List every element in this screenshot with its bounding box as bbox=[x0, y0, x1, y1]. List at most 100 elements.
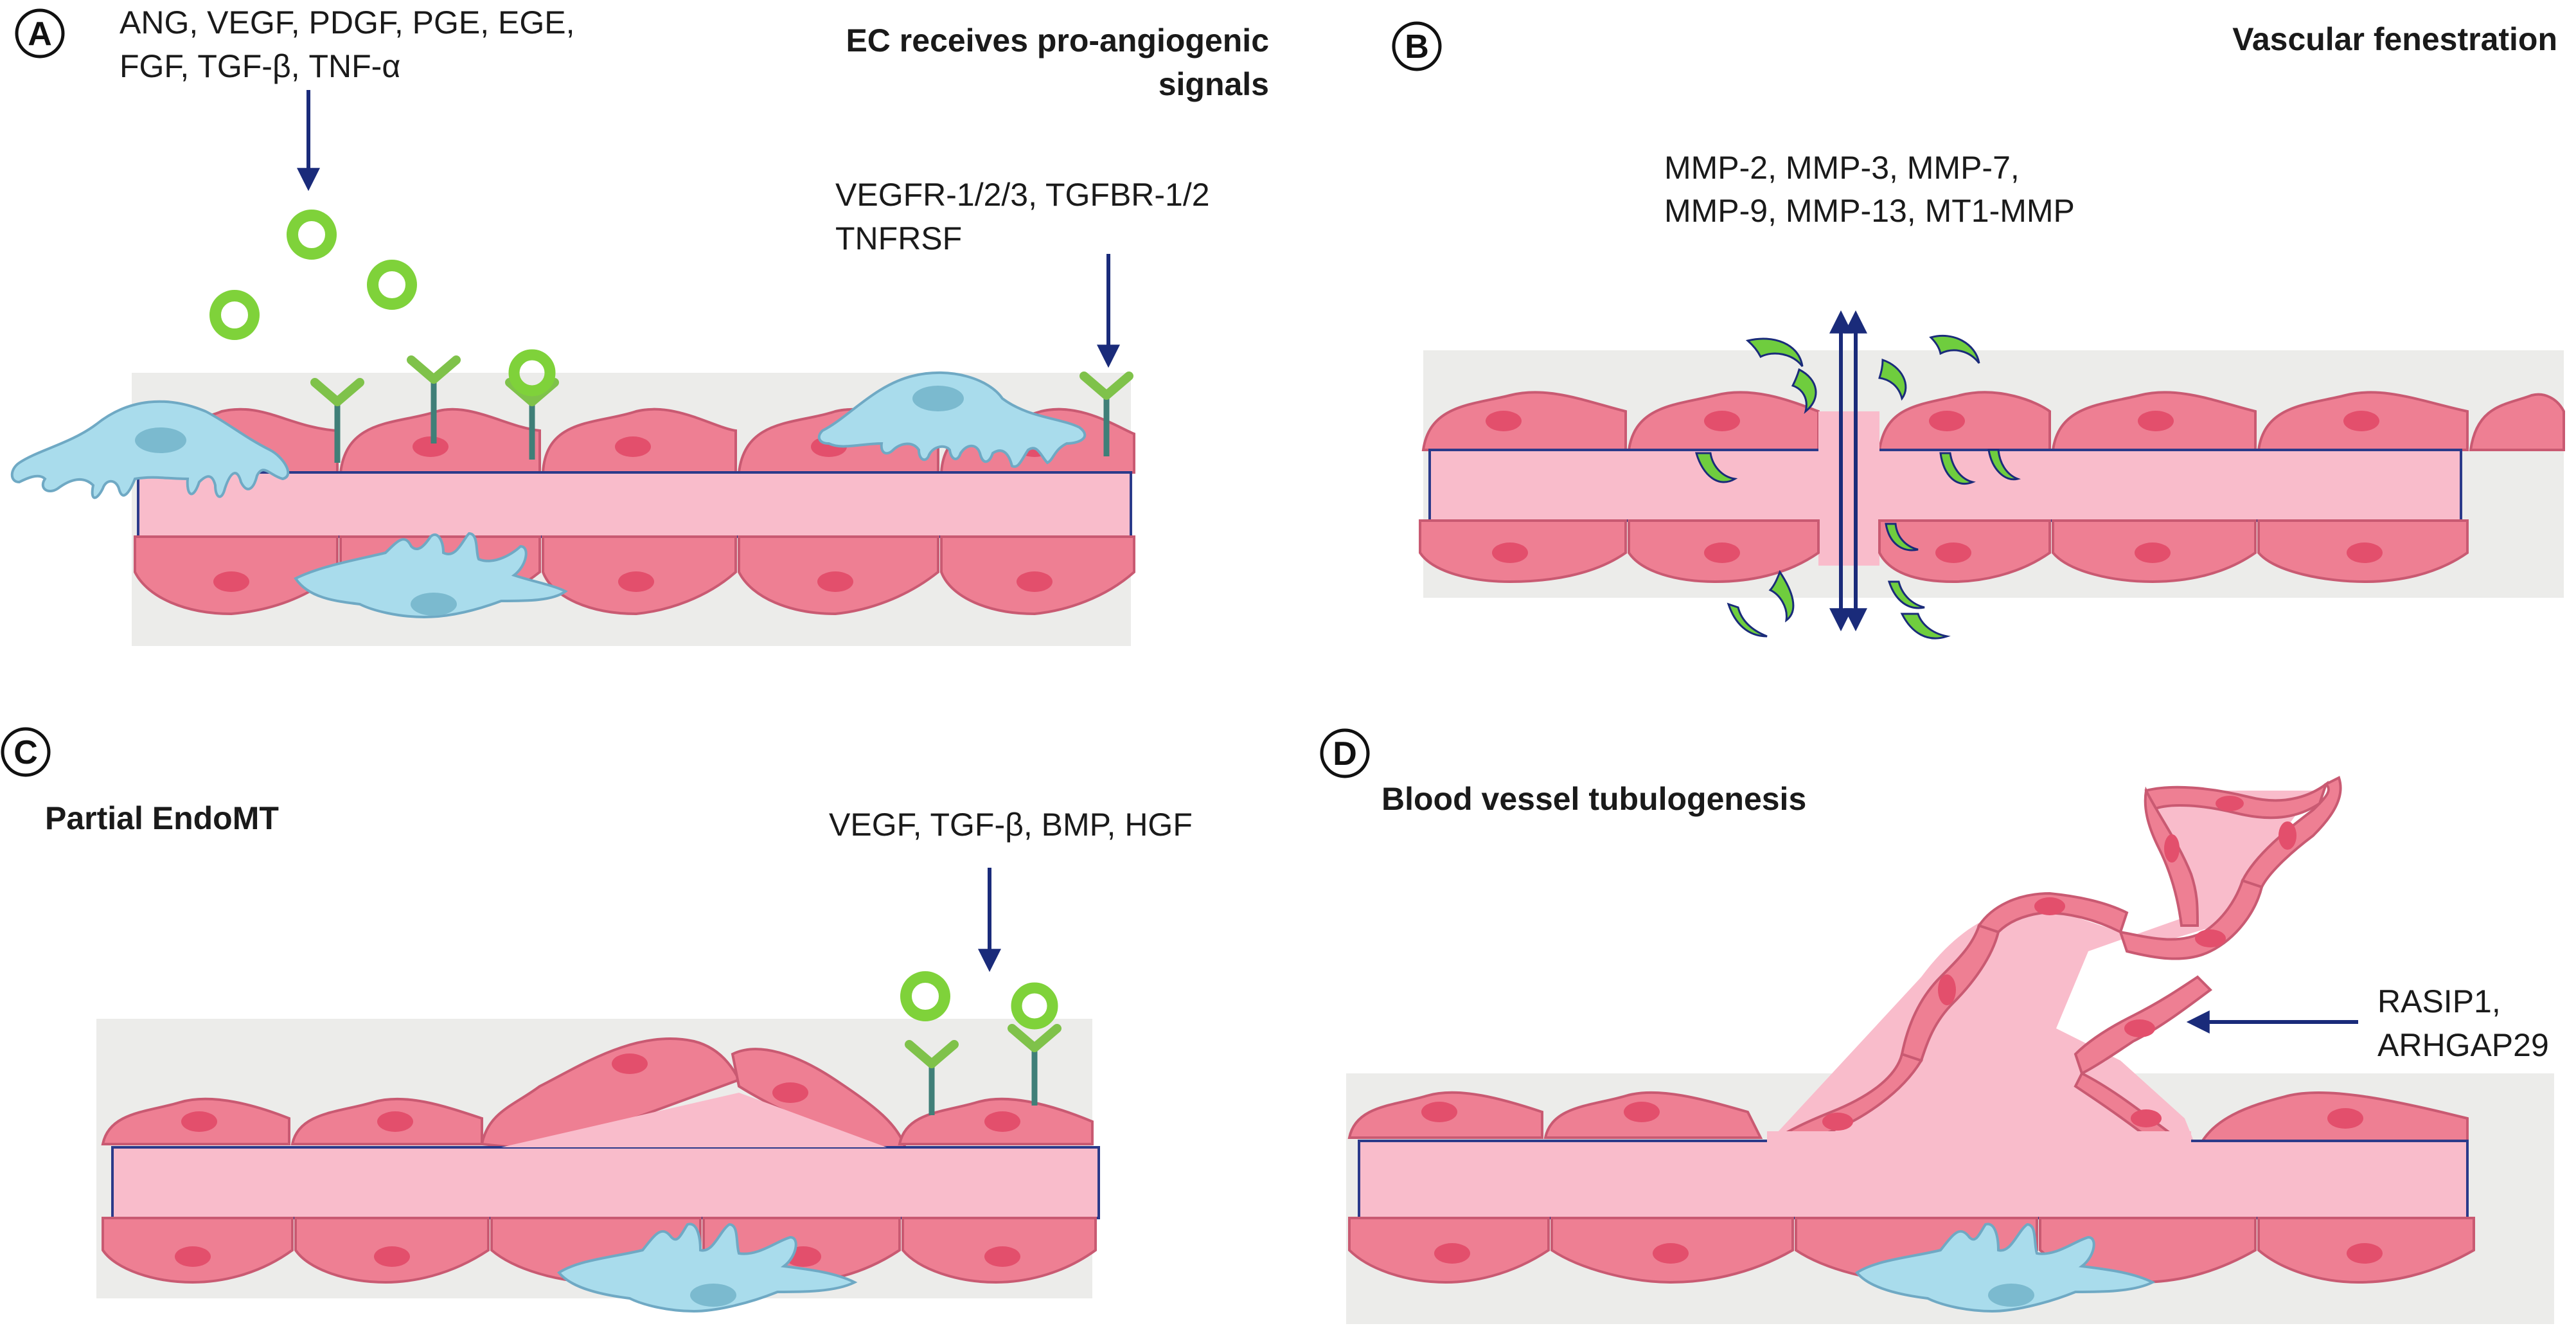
nucleus bbox=[984, 1111, 1020, 1132]
nucleus bbox=[2138, 411, 2174, 431]
nucleus bbox=[1421, 1102, 1457, 1122]
mmp-crescent bbox=[1695, 452, 1738, 483]
nucleus bbox=[413, 436, 449, 457]
nucleus bbox=[2195, 929, 2226, 947]
panel-d-badge bbox=[1320, 728, 1370, 778]
panel-d: D Blood vessel tubulogenesis RASIP1, ARH… bbox=[1320, 728, 2554, 1324]
mmp-crescent bbox=[1878, 358, 1907, 401]
ligand bbox=[900, 971, 950, 1021]
mmp-crescent bbox=[1745, 337, 1804, 367]
nucleus bbox=[2124, 1019, 2155, 1037]
nucleus bbox=[181, 1111, 217, 1132]
nucleus bbox=[772, 1082, 808, 1103]
panel-a-receptors-line1: VEGFR-1/2/3, TGFBR-1/2 bbox=[835, 177, 1210, 213]
migrating-endothelial-cell bbox=[480, 1037, 741, 1152]
nucleus bbox=[2034, 897, 2065, 915]
ligand bbox=[287, 210, 337, 260]
receptor bbox=[1079, 372, 1133, 456]
ligand bbox=[209, 290, 260, 340]
bottom-endothelial-row bbox=[1419, 519, 2469, 584]
panel-c: C Partial EndoMT VEGF, TGF-β, BMP, HGF bbox=[1, 727, 1193, 1313]
nucleus bbox=[1822, 1113, 1853, 1131]
panel-a-receptors-line2: TNFRSF bbox=[835, 220, 962, 256]
nucleus bbox=[1704, 411, 1740, 431]
top-endothelial-row bbox=[1421, 391, 2565, 451]
fenestration-gap bbox=[1818, 411, 1879, 566]
vessel-lumen bbox=[111, 1146, 1100, 1219]
pericyte bbox=[557, 1223, 858, 1313]
top-endothelial-row bbox=[1347, 1091, 2469, 1152]
endothelial-cell bbox=[1421, 391, 1627, 451]
mmp-crescent bbox=[1885, 523, 1919, 551]
nucleus bbox=[2327, 1108, 2363, 1129]
ligand bbox=[367, 260, 417, 310]
mmp-crescent bbox=[1929, 334, 1980, 364]
nucleus bbox=[618, 571, 654, 592]
mmp-crescent bbox=[1887, 580, 1925, 609]
receptor bbox=[310, 378, 364, 463]
panel-a-ligands-line2: FGF, TGF-β, TNF-α bbox=[120, 48, 400, 84]
mmp-crescent bbox=[1987, 449, 2021, 481]
mmp-crescent bbox=[1727, 602, 1768, 638]
panel-b-badge bbox=[1392, 21, 1442, 71]
nucleus bbox=[1704, 542, 1740, 563]
panel-a-badge bbox=[15, 8, 65, 58]
panel-a-letter: A bbox=[28, 15, 52, 53]
nucleus bbox=[817, 571, 853, 592]
nucleus bbox=[2131, 1109, 2162, 1127]
mmp-crescent bbox=[1791, 368, 1817, 414]
receptor-bound bbox=[1008, 982, 1061, 1106]
nucleus bbox=[1935, 542, 1971, 563]
nucleus bbox=[2347, 542, 2383, 563]
pericyte-nucleus bbox=[135, 427, 186, 453]
nucleus bbox=[1938, 974, 1956, 1005]
receptor bbox=[905, 1040, 959, 1115]
vessel-lumen bbox=[137, 471, 1132, 538]
nucleus bbox=[2164, 834, 2180, 863]
nucleus bbox=[1486, 411, 1522, 431]
nucleus bbox=[1017, 571, 1053, 592]
nucleus bbox=[2135, 542, 2171, 563]
panel-a-ligands-line1: ANG, VEGF, PDGF, PGE, EGE, bbox=[120, 4, 575, 40]
endothelial-cell bbox=[2469, 393, 2565, 451]
bound-ligand bbox=[508, 349, 556, 397]
nucleus bbox=[984, 1246, 1020, 1267]
pericyte-nucleus bbox=[690, 1284, 736, 1307]
nucleus bbox=[175, 1246, 211, 1267]
nucleus bbox=[374, 1246, 410, 1267]
mmp-crescent bbox=[1768, 569, 1795, 623]
receptor-bound bbox=[505, 349, 559, 460]
panel-c-factors: VEGF, TGF-β, BMP, HGF bbox=[829, 807, 1193, 843]
bottom-endothelial-row bbox=[102, 1217, 1097, 1284]
panel-a-title-line2: signals bbox=[1159, 66, 1269, 102]
pericyte-nucleus bbox=[912, 386, 964, 411]
panel-c-title: Partial EndoMT bbox=[45, 800, 279, 836]
pericyte-nucleus bbox=[1988, 1284, 2034, 1307]
nucleus bbox=[2347, 1243, 2383, 1264]
panel-c-letter: C bbox=[13, 734, 38, 771]
pericyte bbox=[817, 371, 1087, 468]
nucleus bbox=[1624, 1102, 1660, 1122]
nucleus bbox=[2278, 821, 2296, 850]
nucleus bbox=[615, 436, 651, 457]
nucleus bbox=[213, 571, 249, 592]
mmp-crescents bbox=[1695, 334, 2021, 640]
bound-ligand bbox=[1011, 982, 1058, 1030]
panel-b-mmps-line2: MMP-9, MMP-13, MT1-MMP bbox=[1664, 193, 2075, 229]
panel-b-title: Vascular fenestration bbox=[2232, 21, 2557, 57]
bottom-endothelial-row bbox=[134, 535, 1135, 616]
panel-a-title-line1: EC receives pro-angiogenic bbox=[846, 22, 1269, 58]
panel-d-genes-line2: ARHGAP29 bbox=[2377, 1027, 2549, 1063]
panel-d-genes-line1: RASIP1, bbox=[2377, 983, 2501, 1019]
panel-b: B Vascular fenestration MMP-2, MMP-3, MM… bbox=[1392, 21, 2565, 640]
panel-d-title: Blood vessel tubulogenesis bbox=[1381, 781, 1806, 817]
panel-b-letter: B bbox=[1405, 28, 1429, 66]
nucleus bbox=[1653, 1243, 1689, 1264]
receptor bbox=[407, 355, 461, 444]
nucleus bbox=[612, 1053, 648, 1074]
nucleus bbox=[1434, 1243, 1470, 1264]
nucleus bbox=[2343, 411, 2379, 431]
panel-a: A ANG, VEGF, PDGF, PGE, EGE, FGF, TGF-β,… bbox=[10, 4, 1269, 646]
sprout-opening bbox=[1767, 1131, 2191, 1157]
